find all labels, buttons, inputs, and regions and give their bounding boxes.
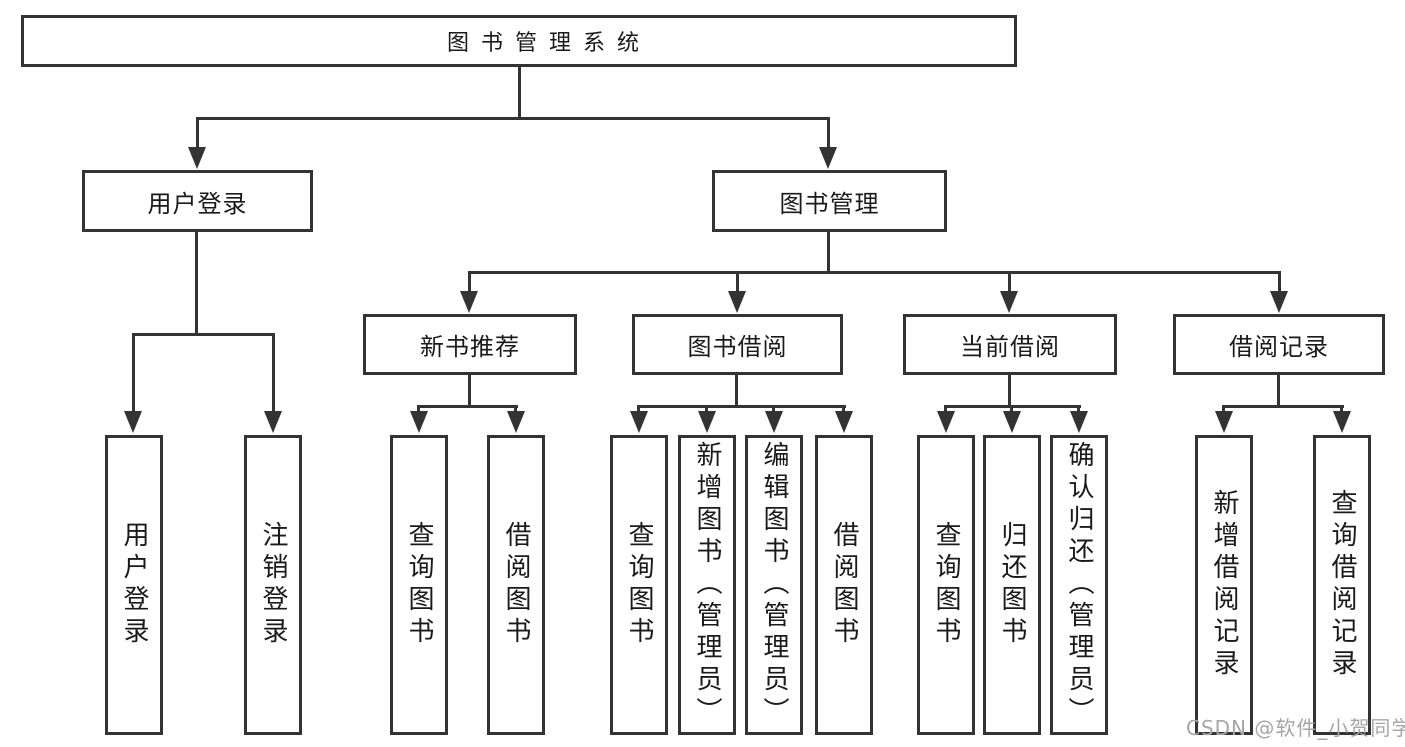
connector-book-mgmt-trunk: [827, 232, 830, 273]
connector-shaft: [1077, 405, 1080, 413]
connector-shaft: [196, 117, 199, 148]
arrow-down-icon: [835, 411, 853, 433]
connector-shaft: [705, 405, 708, 413]
leaf-query-books: 查询图书: [610, 435, 668, 735]
arrow-down-icon: [1000, 291, 1018, 313]
connector-user-login-trunk: [195, 232, 198, 335]
connector-shaft: [736, 271, 739, 292]
connector-book-borrow-bar: [637, 405, 846, 408]
connector-level2-bar: [196, 117, 830, 120]
leaf-edit-books-admin: 编辑图书（管理员）: [745, 435, 803, 735]
arrow-down-icon: [698, 411, 716, 433]
connector-shaft: [514, 405, 517, 413]
connector-new-book-rec-bar: [418, 405, 518, 408]
connector-level3-bar: [468, 271, 1281, 274]
connector-shaft: [132, 333, 135, 412]
leaf-add-borrow-record: 新增借阅记录: [1195, 435, 1253, 735]
connector-borrow-records-bar: [1222, 405, 1344, 408]
arrow-down-icon: [264, 411, 282, 433]
arrow-down-icon: [410, 411, 428, 433]
connector-root-trunk: [518, 67, 521, 118]
leaf-query-books: 查询图书: [917, 435, 975, 735]
connector-shaft: [842, 405, 845, 413]
leaf-user-login: 用户登录: [105, 435, 163, 735]
leaf-logout: 注销登录: [244, 435, 302, 735]
leaf-borrow-books: 借阅图书: [815, 435, 873, 735]
arrow-down-icon: [124, 411, 142, 433]
arrow-down-icon: [1215, 411, 1233, 433]
leaf-query-borrow-record: 查询借阅记录: [1313, 435, 1371, 735]
arrow-down-icon: [728, 291, 746, 313]
arrow-down-icon: [188, 147, 206, 169]
arrow-down-icon: [937, 411, 955, 433]
node-current-borrow: 当前借阅: [903, 314, 1117, 375]
node-book-mgmt: 图书管理: [712, 170, 947, 232]
leaf-add-books-admin: 新增图书（管理员）: [678, 435, 736, 735]
connector-borrow-records-trunk: [1277, 375, 1280, 407]
connector-shaft: [827, 117, 830, 148]
arrow-down-icon: [819, 147, 837, 169]
connector-shaft: [1222, 405, 1225, 413]
node-root: 图书管理系统: [21, 15, 1017, 67]
connector-shaft: [772, 405, 775, 413]
connector-current-borrow-trunk: [1008, 375, 1011, 407]
leaf-borrow-books: 借阅图书: [487, 435, 545, 735]
leaf-confirm-return-admin: 确认归还（管理员）: [1050, 435, 1108, 735]
connector-shaft: [468, 271, 471, 292]
connector-shaft: [272, 333, 275, 412]
arrow-down-icon: [765, 411, 783, 433]
connector-shaft: [1010, 405, 1013, 413]
node-user-login: 用户登录: [82, 170, 313, 232]
connector-shaft: [944, 405, 947, 413]
connector-book-borrow-trunk: [735, 375, 738, 407]
node-new-book-rec: 新书推荐: [363, 314, 577, 375]
node-book-borrow: 图书借阅: [632, 314, 843, 375]
leaf-return-books: 归还图书: [983, 435, 1041, 735]
arrow-down-icon: [1333, 411, 1351, 433]
arrow-down-icon: [1003, 411, 1021, 433]
connector-new-book-rec-trunk: [468, 375, 471, 407]
connector-shaft: [637, 405, 640, 413]
connector-shaft: [417, 405, 420, 413]
arrow-down-icon: [1270, 291, 1288, 313]
connector-shaft: [1278, 271, 1281, 292]
node-borrow-records: 借阅记录: [1173, 314, 1385, 375]
csdn-watermark: CSDN @软件_小贺同学: [1186, 716, 1405, 740]
connector-shaft: [1008, 271, 1011, 292]
arrow-down-icon: [1070, 411, 1088, 433]
arrow-down-icon: [460, 291, 478, 313]
arrow-down-icon: [630, 411, 648, 433]
arrow-down-icon: [507, 411, 525, 433]
leaf-query-books: 查询图书: [390, 435, 448, 735]
connector-user-login-bar: [132, 333, 275, 336]
connector-shaft: [1340, 405, 1343, 413]
